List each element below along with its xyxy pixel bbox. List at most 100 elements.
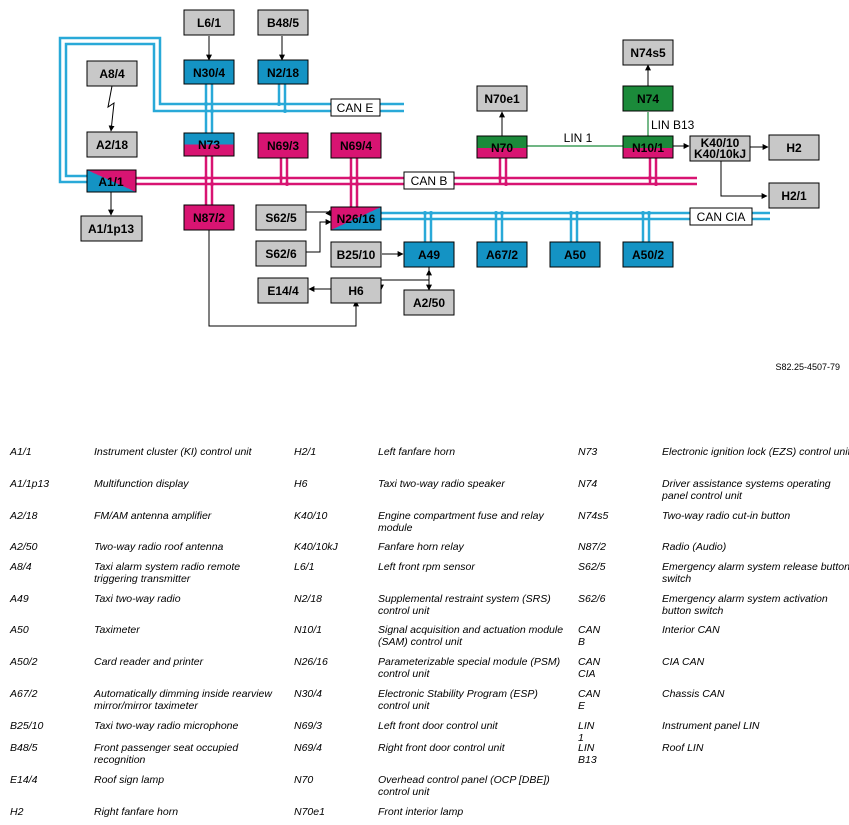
svg-text:A50/2: A50/2 xyxy=(632,248,664,262)
svg-text:N70: N70 xyxy=(491,141,513,155)
legend-description: Front interior lamp xyxy=(378,806,464,818)
svg-text:N70e1: N70e1 xyxy=(484,92,520,106)
node-h2: H2 xyxy=(768,134,820,161)
signal-connections xyxy=(107,36,769,327)
node-s62-6: S62/6 xyxy=(255,240,307,267)
node-n69-4: N69/4 xyxy=(330,132,382,159)
svg-text:N69/4: N69/4 xyxy=(340,139,372,153)
svg-text:A50: A50 xyxy=(564,248,586,262)
legend-code: N26/16 xyxy=(294,656,328,668)
legend-code: N74 xyxy=(578,478,598,490)
svg-text:L6/1: L6/1 xyxy=(197,16,221,30)
legend-description: Left fanfare horn xyxy=(378,446,456,458)
legend-description: Parameterizable special module (PSM) con… xyxy=(378,656,561,680)
legend-description: Automatically dimming inside rearview mi… xyxy=(94,688,272,712)
node-h2-1: H2/1 xyxy=(768,182,820,209)
legend-code: A1/1p13 xyxy=(10,478,50,490)
legend-code: N69/4 xyxy=(294,742,323,754)
node-b25-10: B25/10 xyxy=(330,241,382,268)
reference-number: S82.25-4507-79 xyxy=(775,362,840,372)
legend-description: Electronic ignition lock (EZS) control u… xyxy=(662,446,849,458)
legend-code: H2/1 xyxy=(294,446,317,458)
legend-description: Roof sign lamp xyxy=(94,774,165,786)
svg-text:CAN B: CAN B xyxy=(411,174,448,188)
svg-text:A67/2: A67/2 xyxy=(486,248,518,262)
legend-code: N10/1 xyxy=(294,624,323,636)
svg-text:H6: H6 xyxy=(348,284,364,298)
legend-description: Electronic Stability Program (ESP) contr… xyxy=(378,688,538,712)
lin-lines xyxy=(527,112,649,147)
svg-text:H2/1: H2/1 xyxy=(781,189,807,203)
svg-text:N74s5: N74s5 xyxy=(630,46,666,60)
legend-description: Taximeter xyxy=(94,624,140,636)
node-a49: A49 xyxy=(403,241,455,268)
node-h6: H6 xyxy=(330,277,382,304)
svg-text:B48/5: B48/5 xyxy=(267,16,299,30)
legend-code: LIN B13 xyxy=(578,742,597,766)
node-a1-1p13: A1/1p13 xyxy=(80,215,143,242)
legend-code: N69/3 xyxy=(294,720,323,732)
svg-text:N26/16: N26/16 xyxy=(337,212,376,226)
svg-text:A2/50: A2/50 xyxy=(413,296,445,310)
node-e14-4: E14/4 xyxy=(257,277,309,304)
node-a1-1: A1/1 xyxy=(86,169,137,193)
node-n74s5: N74s5 xyxy=(622,39,674,66)
svg-text:CAN E: CAN E xyxy=(337,101,374,115)
node-n10-1: N10/1 xyxy=(622,135,674,159)
svg-text:N30/4: N30/4 xyxy=(193,66,225,80)
legend-description: Chassis CAN xyxy=(662,688,725,700)
legend-code: A67/2 xyxy=(10,688,38,700)
svg-text:N10/1: N10/1 xyxy=(632,141,664,155)
lin-1-label: LIN 1 xyxy=(564,131,593,145)
legend-code: B25/10 xyxy=(10,720,44,732)
legend-description: Left front door control unit xyxy=(378,720,498,732)
legend-code: A2/18 xyxy=(10,510,38,522)
svg-text:A1/1p13: A1/1p13 xyxy=(88,222,134,236)
legend-code: CAN CIA xyxy=(578,656,601,680)
legend-code: N74s5 xyxy=(578,510,609,522)
legend-code: LIN 1 xyxy=(578,720,595,744)
node-n87-2: N87/2 xyxy=(183,204,235,231)
node-n73: N73 xyxy=(183,132,235,157)
node-n2-18: N2/18 xyxy=(257,59,309,85)
svg-text:CAN CIA: CAN CIA xyxy=(697,210,746,224)
legend-description: Two-way radio roof antenna xyxy=(94,541,224,553)
legend-code: E14/4 xyxy=(10,774,38,786)
legend-description: Emergency alarm system activation button… xyxy=(662,593,828,617)
legend-description: Overhead control panel (OCP [DBE]) contr… xyxy=(378,774,550,798)
legend-code: K40/10 xyxy=(294,510,328,522)
node-a67-2: A67/2 xyxy=(476,241,528,268)
legend-code: N2/18 xyxy=(294,593,323,605)
lin-b13-label: LIN B13 xyxy=(651,118,695,132)
svg-text:A1/1: A1/1 xyxy=(98,175,124,189)
legend-description: Driver assistance systems operating pane… xyxy=(662,478,831,502)
legend-description: Front passenger seat occupied recognitio… xyxy=(94,742,239,766)
svg-text:S62/6: S62/6 xyxy=(265,247,297,261)
legend-code: K40/10kJ xyxy=(294,541,338,553)
legend-code: N73 xyxy=(578,446,598,458)
svg-text:E14/4: E14/4 xyxy=(267,284,299,298)
legend-code: CAN B xyxy=(578,624,601,648)
can-b-junctions xyxy=(204,176,658,186)
node-a50: A50 xyxy=(549,241,601,268)
legend-code: L6/1 xyxy=(294,561,315,573)
svg-text:A8/4: A8/4 xyxy=(99,67,125,81)
legend-description: Multifunction display xyxy=(94,478,189,490)
legend-code: N87/2 xyxy=(578,541,607,553)
svg-text:S62/5: S62/5 xyxy=(265,211,297,225)
legend-description: Signal acquisition and actuation module … xyxy=(378,624,564,648)
legend-description: Right fanfare horn xyxy=(94,806,179,818)
legend-code: A50/2 xyxy=(10,656,38,668)
node-n70: N70 xyxy=(476,135,528,159)
legend-description: Roof LIN xyxy=(662,742,704,754)
svg-text:N73: N73 xyxy=(198,138,220,152)
svg-text:N2/18: N2/18 xyxy=(267,66,299,80)
svg-text:K40/10kJ: K40/10kJ xyxy=(694,147,746,161)
legend-description: Left front rpm sensor xyxy=(378,561,475,573)
legend-code: N70e1 xyxy=(294,806,325,818)
legend-code: H6 xyxy=(294,478,308,490)
legend-code: A8/4 xyxy=(10,561,32,573)
can-b-label: CAN B xyxy=(403,171,455,190)
legend-code: H2 xyxy=(10,806,24,818)
legend-code: CAN E xyxy=(578,688,601,712)
